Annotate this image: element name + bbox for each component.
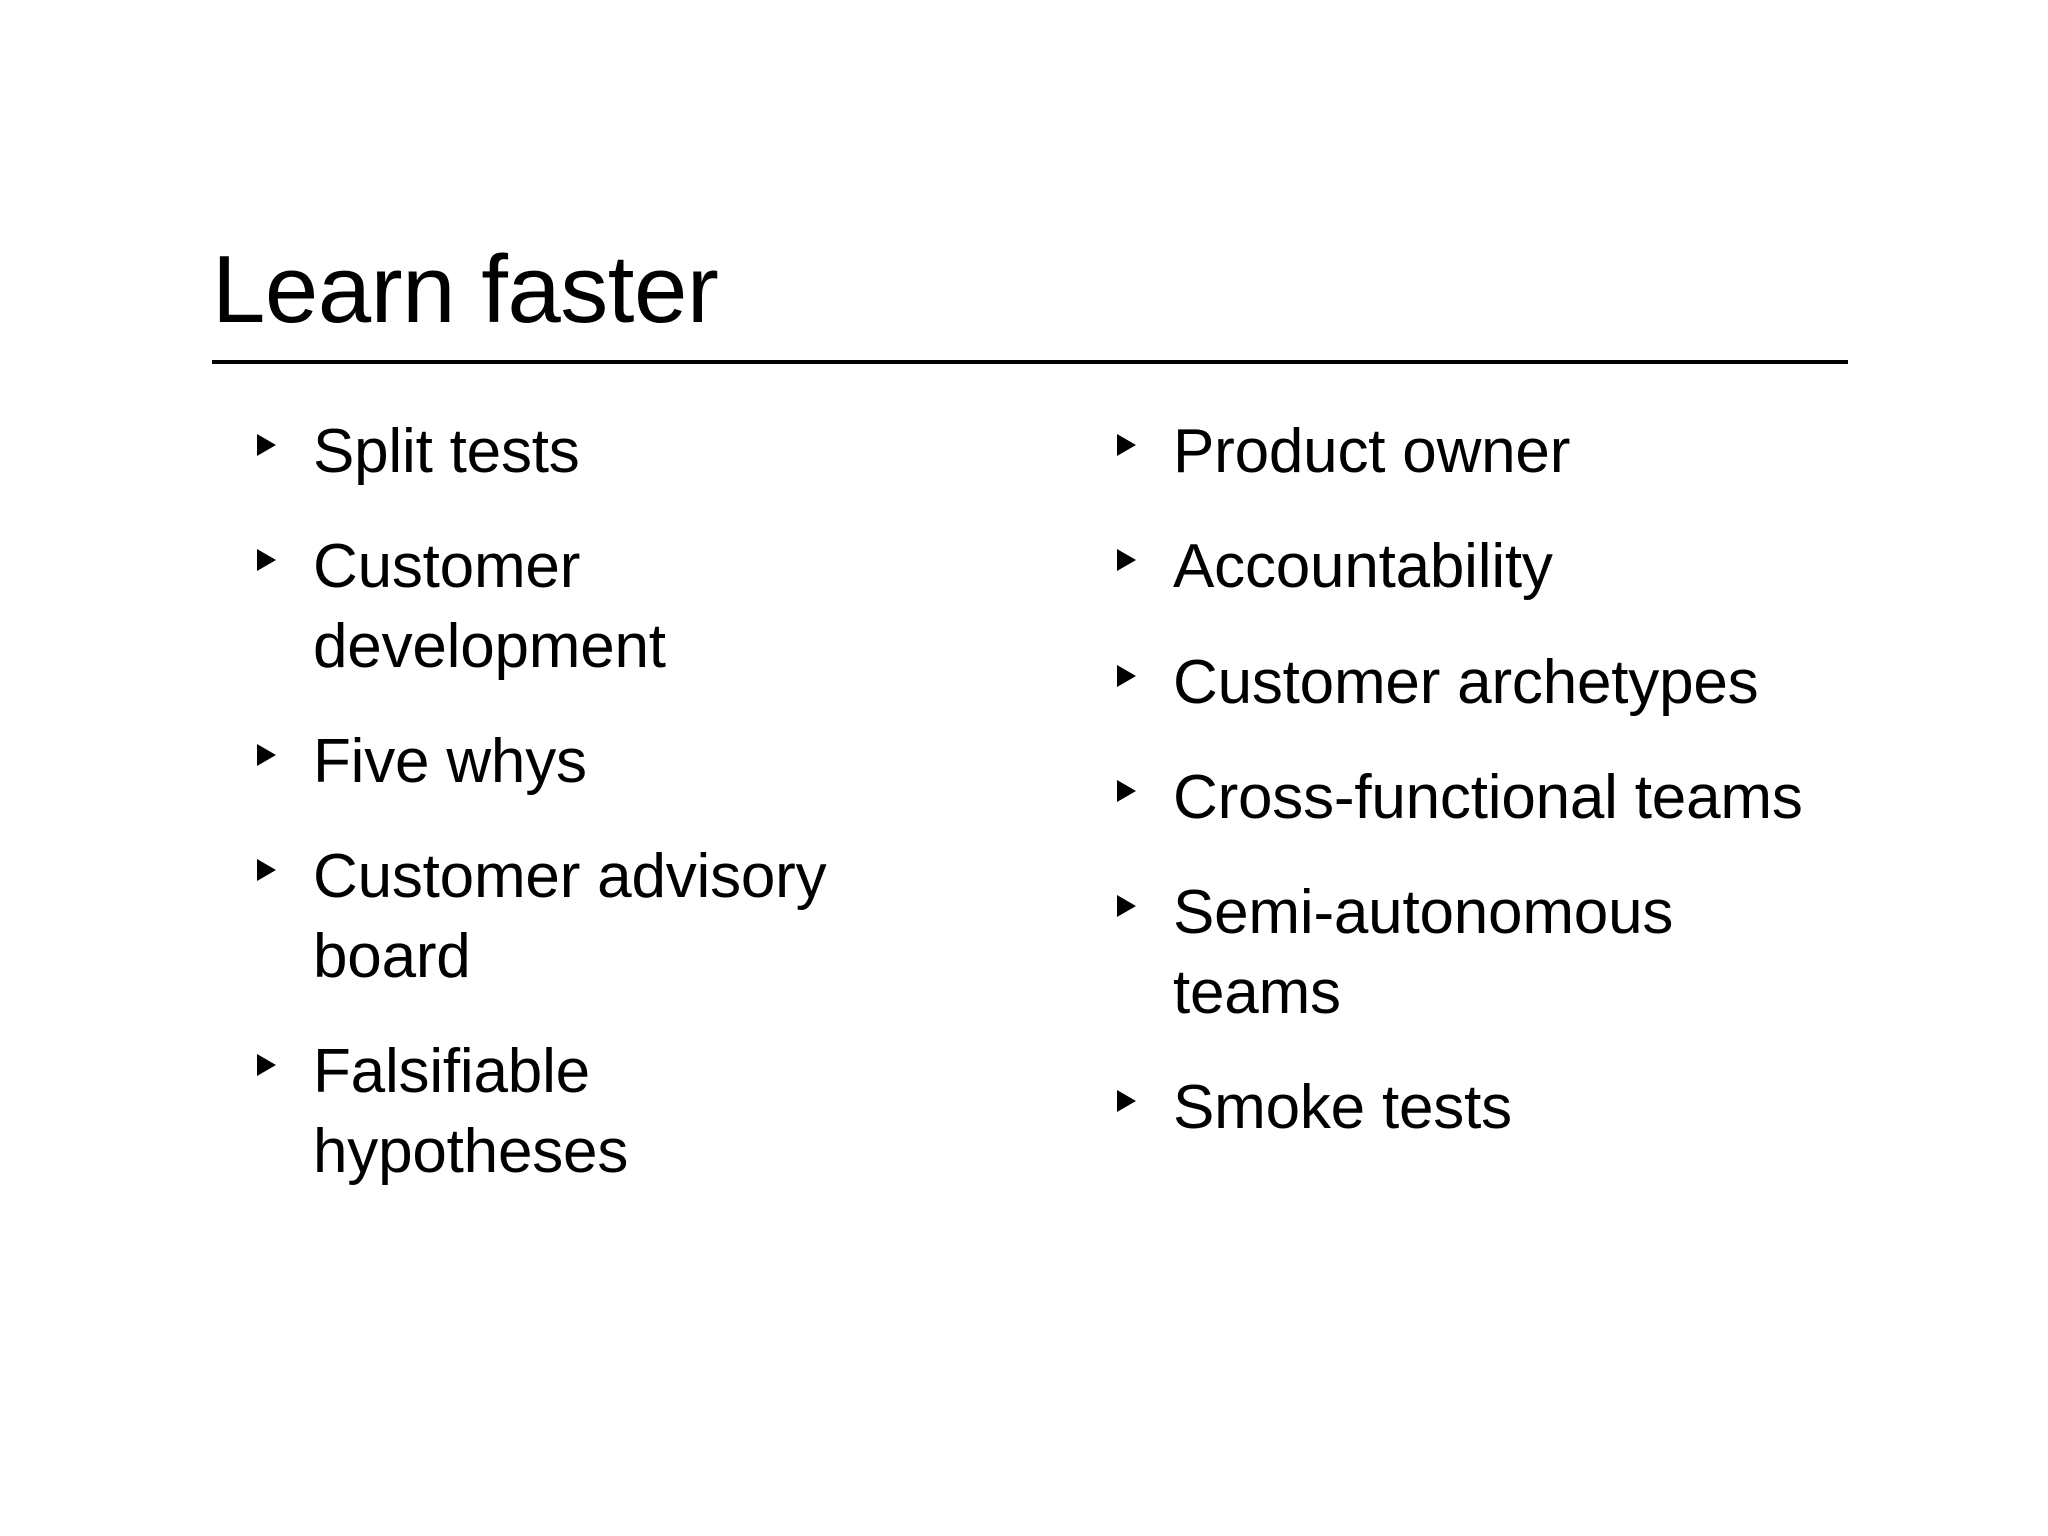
page-title: Learn faster [212,236,719,343]
triangle-right-icon [255,837,277,905]
list-item[interactable]: Five whys [255,722,1115,801]
list-item-label: Customer archetypes [1173,647,1759,717]
triangle-right-icon [1115,527,1137,595]
triangle-right-icon [255,722,277,790]
list-item-label: Split tests [313,417,580,486]
list-item-label: Customer advisory board [313,842,827,991]
list-item[interactable]: Smoke tests [1115,1068,1975,1147]
list-item[interactable]: Accountability [1115,527,1975,606]
bullet-columns: Split tests Customer development Five wh… [0,412,2048,1227]
list-item-label: Falsifiable hypotheses [313,1037,629,1186]
list-item[interactable]: Cross-functional teams [1115,758,1975,837]
triangle-right-icon [255,527,277,595]
triangle-right-icon [1115,758,1137,826]
triangle-right-icon [255,412,277,480]
list-item-label: Five whys [313,727,587,797]
list-item[interactable]: Falsifiable hypotheses [255,1032,1115,1191]
list-item[interactable]: Semi-autonomous teams [1115,873,1975,1032]
list-item[interactable]: Customer development [255,527,1115,686]
triangle-right-icon [255,1032,277,1100]
title-divider [212,360,1848,364]
list-item-label: Smoke tests [1173,1073,1512,1143]
list-item[interactable]: Split tests [255,412,1115,491]
list-item[interactable]: Customer archetypes [1115,643,1975,722]
list-item-label: Accountability [1173,532,1553,602]
list-item-label: Semi-autonomous teams [1173,878,1674,1027]
list-item[interactable]: Product owner [1115,412,1975,491]
triangle-right-icon [1115,643,1137,711]
list-item-label: Customer development [313,532,666,681]
list-item-label: Cross-functional teams [1173,763,1803,833]
triangle-right-icon [1115,412,1137,480]
title-block: Learn faster [212,236,1848,364]
bullet-column-right: Product owner Accountability Customer ar… [1115,412,1975,1184]
list-item[interactable]: Customer advisory board [255,837,1115,996]
bullet-column-left: Split tests Customer development Five wh… [255,412,1115,1227]
list-item-label: Product owner [1173,417,1571,486]
triangle-right-icon [1115,873,1137,941]
triangle-right-icon [1115,1068,1137,1136]
